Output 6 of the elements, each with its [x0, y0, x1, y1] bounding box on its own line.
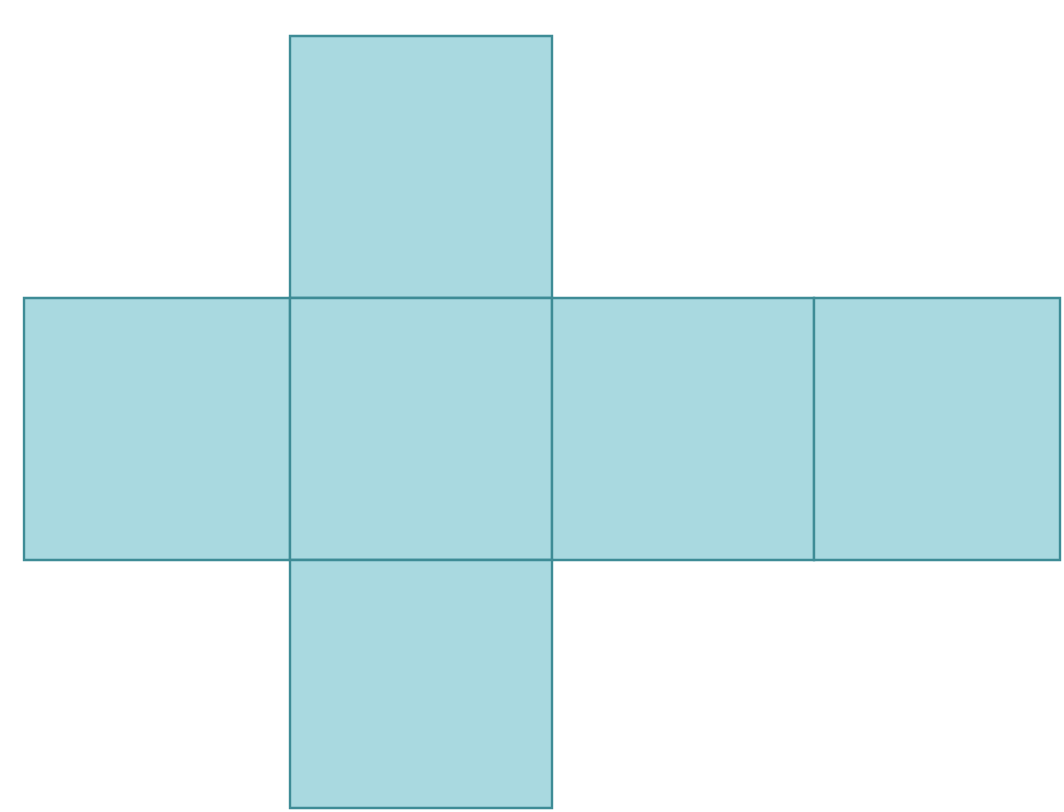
net-square	[288, 558, 554, 810]
net-square	[812, 296, 1062, 562]
net-square	[550, 296, 816, 562]
net-square	[22, 296, 292, 562]
net-square	[288, 296, 554, 562]
net-square	[288, 34, 554, 300]
